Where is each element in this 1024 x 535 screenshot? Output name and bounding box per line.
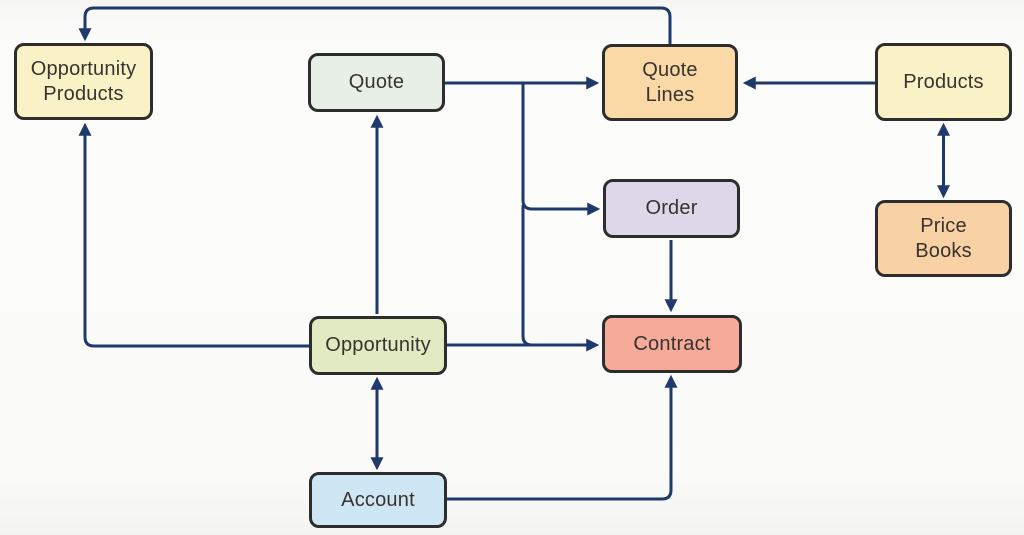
node-contract: Contract <box>602 315 742 373</box>
edge-quote-lines-to-opportunity-products <box>78 6 672 46</box>
edge-account-to-contract <box>447 374 678 501</box>
node-account-label: Account <box>341 488 415 511</box>
edge-opportunity-to-opportunity-products <box>78 122 309 348</box>
edge-group <box>78 6 950 501</box>
edge-quote-to-contract <box>521 205 565 347</box>
node-account: Account <box>309 472 447 528</box>
node-products-label: Products <box>903 70 984 93</box>
node-opportunity-products: Opportunity Products <box>14 43 153 120</box>
node-quote-lines-label: Quote Lines <box>642 59 698 106</box>
node-order-label: Order <box>645 197 698 220</box>
node-opportunity: Opportunity <box>309 316 447 375</box>
node-order: Order <box>603 179 740 238</box>
node-price-books-label: Price Books <box>915 215 972 262</box>
edge-quote-to-order <box>521 84 601 216</box>
node-contract-label: Contract <box>633 332 711 355</box>
node-opportunity-label: Opportunity <box>325 334 431 357</box>
node-quote-lines: Quote Lines <box>602 44 738 121</box>
node-price-books: Price Books <box>875 200 1012 277</box>
node-products: Products <box>875 43 1012 121</box>
node-quote: Quote <box>308 53 445 112</box>
node-quote-label: Quote <box>348 71 405 94</box>
node-opportunity-products-label: Opportunity Products <box>30 58 137 105</box>
